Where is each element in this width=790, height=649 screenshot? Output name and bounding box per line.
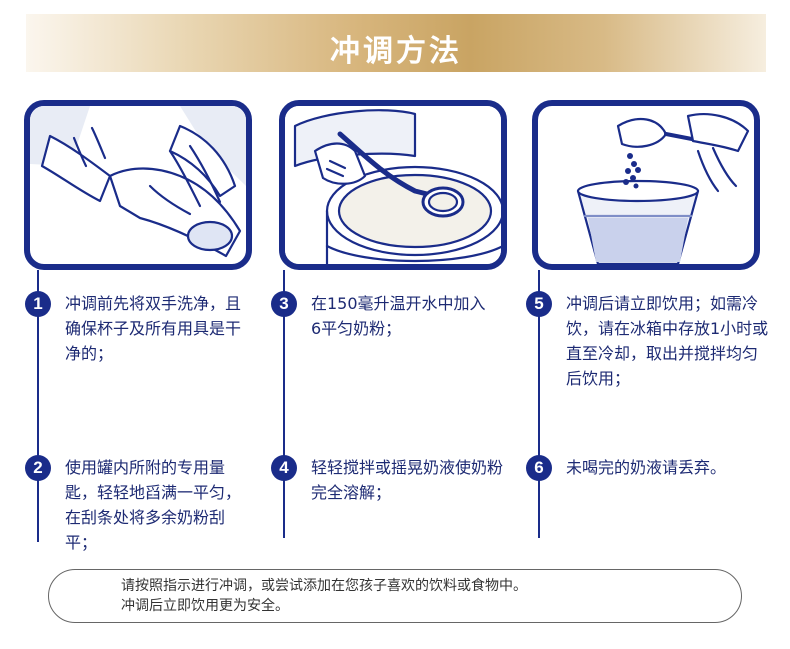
step-1: 1 冲调前先将双手洗净，且确保杯子及所有用具是干净的；: [25, 291, 241, 371]
step-6: 6 未喝完的奶液请丢弃。: [526, 455, 738, 495]
page-title: 冲调方法: [330, 34, 462, 69]
step-5: 5 冲调后请立即饮用；如需冷饮，请在冰箱中存放1小时或直至冷却，取出并搅拌均匀后…: [526, 291, 768, 401]
step-text-4: 轻轻搅拌或摇晃奶液使奶粉完全溶解；: [311, 458, 504, 502]
column-1-guide-line: [37, 270, 39, 542]
step-text-5: 冲调后请立即饮用；如需冷饮，请在冰箱中存放1小时或直至冷却，取出并搅拌均匀后饮用…: [566, 294, 769, 388]
step-number-2: 2: [25, 455, 51, 481]
pour-into-cup-illustration: [532, 100, 760, 270]
step-2: 2 使用罐内所附的专用量匙，轻轻地舀满一平匀，在刮条处将多余奶粉刮平；: [25, 455, 241, 555]
milk-can-scoop-illustration: [279, 100, 507, 270]
step-4: 4 轻轻搅拌或摇晃奶液使奶粉完全溶解；: [271, 455, 503, 515]
step-text-3: 在150毫升温开水中加入6平匀奶粉；: [311, 294, 486, 338]
hand-washing-illustration: [24, 100, 252, 270]
note-line-1: 请按照指示进行冲调，或尝试添加在您孩子喜欢的饮料或食物中。: [121, 578, 527, 594]
column-2-guide-line: [283, 270, 285, 538]
step-text-2: 使用罐内所附的专用量匙，轻轻地舀满一平匀，在刮条处将多余奶粉刮平；: [65, 458, 242, 552]
note-line-2: 冲调后立即饮用更为安全。: [121, 598, 289, 614]
note-box: 请按照指示进行冲调，或尝试添加在您孩子喜欢的饮料或食物中。 冲调后立即饮用更为安…: [48, 569, 742, 623]
header-banner: 冲调方法: [26, 14, 766, 72]
column-3-guide-line: [538, 270, 540, 538]
step-number-1: 1: [25, 291, 51, 317]
step-number-4: 4: [271, 455, 297, 481]
step-text-1: 冲调前先将双手洗净，且确保杯子及所有用具是干净的；: [65, 294, 242, 363]
step-3: 3 在150毫升温开水中加入6平匀奶粉；: [271, 291, 486, 351]
step-number-3: 3: [271, 291, 297, 317]
step-text-6: 未喝完的奶液请丢弃。: [566, 458, 727, 477]
step-number-6: 6: [526, 455, 552, 481]
step-number-5: 5: [526, 291, 552, 317]
